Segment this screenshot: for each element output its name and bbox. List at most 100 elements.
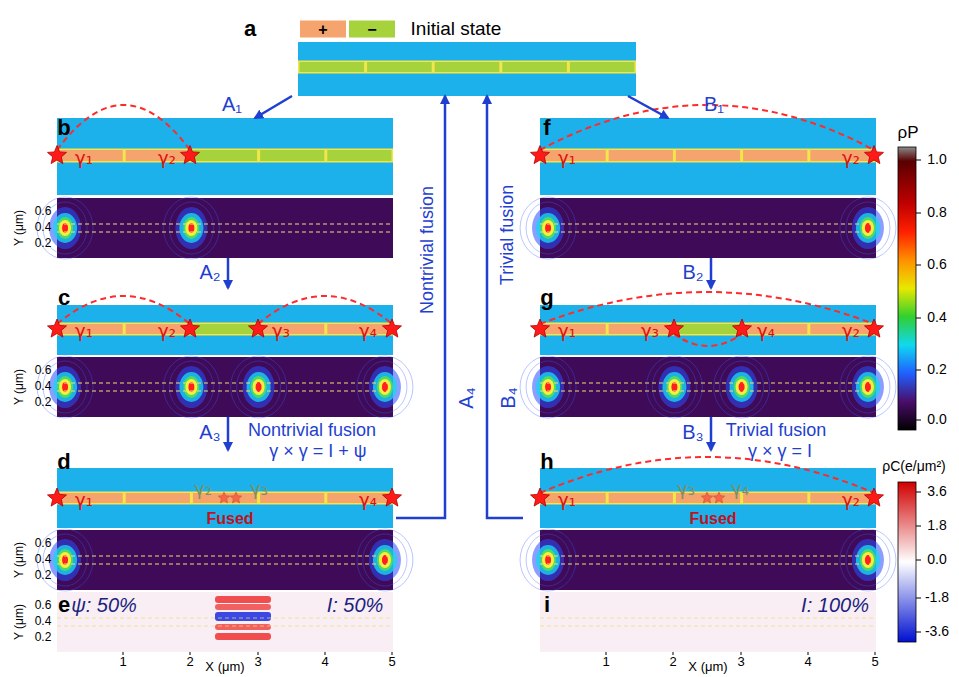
device-segment <box>743 324 807 334</box>
device-substrate <box>57 305 393 355</box>
probability-blob <box>736 379 748 395</box>
probability-ring <box>169 361 213 413</box>
device-stripe <box>540 149 876 163</box>
probability-blob <box>536 545 560 575</box>
probability-ring <box>237 361 281 413</box>
device-segment <box>743 493 807 503</box>
axis-label: 0.6 <box>35 599 52 612</box>
probability-ring <box>714 356 770 418</box>
colorbar <box>898 482 916 642</box>
panel: bγ₁γ₂ <box>40 118 396 258</box>
majorana-star <box>531 319 550 337</box>
pairing-arc <box>57 105 190 150</box>
pairing-arc <box>258 296 392 324</box>
probability-blob <box>49 539 81 581</box>
wire-edge <box>57 383 393 384</box>
tick-mark <box>916 370 921 371</box>
fusion-note: Trivial fusion <box>498 185 518 285</box>
device-segment <box>502 62 567 72</box>
majorana-star <box>665 319 684 337</box>
wire-edge <box>57 224 393 225</box>
axis-label: 5 <box>871 655 878 669</box>
axis-label: X (μm) <box>205 660 244 674</box>
tick-mark <box>916 213 921 214</box>
device-substrate <box>540 305 876 355</box>
device-substrate <box>57 118 393 195</box>
probability-ring <box>840 529 896 591</box>
device-segment <box>193 324 257 334</box>
probability-plot <box>540 530 876 590</box>
process-arrow <box>227 417 230 450</box>
panel-letter: f <box>543 116 550 140</box>
wire-edge <box>57 564 393 565</box>
probability-blob <box>532 539 564 581</box>
device-substrate <box>298 42 636 96</box>
probability-blob <box>251 376 267 398</box>
panel: dγ₁γ₂γ₃γ₄Fused <box>40 450 396 591</box>
panel: eψ: 50%I: 50% <box>40 592 396 653</box>
fusion-note: Trivial fusion <box>726 421 826 441</box>
majorana-label: γ₂ <box>158 321 176 341</box>
device-segment <box>676 324 740 334</box>
fused-majorana-label: γ₃ <box>677 479 695 499</box>
probability-blob <box>175 366 207 408</box>
majorana-label: γ₂ <box>158 148 176 168</box>
probability-blob <box>852 207 884 249</box>
probability-ring <box>163 356 219 418</box>
probability-plot <box>57 357 393 417</box>
probability-blob <box>726 366 758 408</box>
probability-blob <box>369 366 401 408</box>
majorana-star <box>383 488 402 506</box>
colorbar-label: ρP <box>897 124 918 143</box>
probability-blob <box>856 545 880 575</box>
colorbar-label: 1.0 <box>927 152 946 167</box>
axis-label: 0.4 <box>35 553 52 566</box>
device-segment <box>193 150 257 161</box>
pairing-arc <box>57 296 190 324</box>
probability-ring <box>363 361 407 413</box>
device-stripe <box>57 492 393 505</box>
probability-blob <box>379 379 391 395</box>
panel-letter: i <box>544 593 550 617</box>
probability-ring <box>357 356 413 418</box>
probability-blob <box>730 372 754 402</box>
device-segment <box>609 150 673 161</box>
probability-blob <box>856 213 880 243</box>
probability-ring <box>846 202 890 254</box>
colorbar-label: -3.6 <box>925 624 949 639</box>
wire-edge <box>540 556 876 557</box>
probability-ring <box>520 529 576 591</box>
charge-stripe <box>215 604 271 610</box>
pairing-arc <box>540 457 874 493</box>
wire-edge <box>540 626 876 627</box>
fused-majorana-label: γ₂ <box>194 479 212 499</box>
device-stripe <box>298 61 636 74</box>
wire-edge <box>540 391 876 392</box>
panel-letter: e <box>58 593 70 617</box>
charge-stripe <box>215 624 271 630</box>
negative-gate: − <box>349 21 395 38</box>
majorana-label: γ₄ <box>757 321 775 341</box>
process-arrow <box>710 417 713 450</box>
probability-ring <box>231 356 287 418</box>
probability-ring <box>363 534 407 586</box>
majorana-label: γ₂ <box>842 321 860 341</box>
probability-blob <box>53 213 77 243</box>
probability-ring <box>846 361 890 413</box>
tick-mark <box>916 526 921 527</box>
majorana-label: γ₄ <box>359 321 377 341</box>
device-substrate <box>57 468 393 528</box>
axis-label: 4 <box>804 655 811 669</box>
probability-ring <box>163 197 219 259</box>
wire-edge <box>540 224 876 225</box>
axis-label: 1 <box>119 655 126 669</box>
majorana-star <box>230 492 241 503</box>
probability-blob <box>373 545 397 575</box>
tick-mark <box>916 265 921 266</box>
fusion-note: γ × γ = I + ψ <box>269 442 366 462</box>
probability-blob <box>542 552 554 568</box>
probability-blob <box>852 539 884 581</box>
colorbar-label: 1.8 <box>927 518 946 533</box>
device-segment <box>609 324 673 334</box>
